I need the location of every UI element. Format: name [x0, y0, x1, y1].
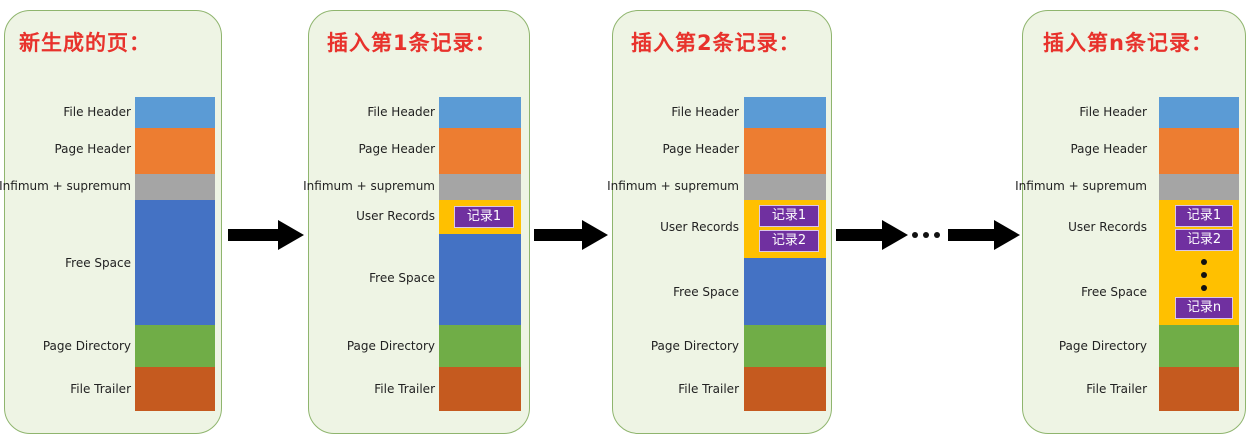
label-page-directory: Page Directory — [650, 339, 739, 353]
label-file-header: File Header — [63, 105, 131, 119]
label-page-directory: Page Directory — [346, 339, 435, 353]
segment-inf-sup — [1159, 174, 1239, 200]
label-page-directory: Page Directory — [42, 339, 131, 353]
page-panel-new: 新生成的页： File Header Page Header Infimum +… — [0, 10, 222, 434]
segment-page-header — [1159, 128, 1239, 174]
vertical-ellipsis-icon — [1201, 272, 1207, 278]
label-user-records: User Records — [1068, 220, 1147, 234]
segment-free-space — [439, 234, 521, 325]
segment-file-trailer — [135, 367, 215, 411]
record-n: 记录n — [1175, 297, 1233, 319]
segment-file-header — [1159, 97, 1239, 128]
vertical-ellipsis-icon — [1201, 259, 1207, 265]
arrow-right-icon — [836, 220, 908, 250]
vertical-ellipsis-icon — [1201, 285, 1207, 291]
page-panel-record-1: 插入第1条记录： File Header Page Header Infimum… — [303, 10, 530, 434]
label-file-trailer: File Trailer — [70, 382, 131, 396]
segment-page-directory — [1159, 325, 1239, 367]
arrow-right-icon — [948, 220, 1020, 250]
segment-free-space — [135, 200, 215, 325]
panel-title: 新生成的页： — [19, 31, 151, 55]
segment-page-directory — [744, 325, 826, 367]
label-page-header: Page Header — [54, 142, 131, 156]
label-free-space: Free Space — [369, 271, 435, 285]
label-inf-sup: Infimum + supremum — [0, 179, 131, 193]
label-inf-sup: Infimum + supremum — [607, 179, 739, 193]
record-1: 记录1 — [454, 206, 514, 228]
label-file-trailer: File Trailer — [678, 382, 739, 396]
segment-page-header — [439, 128, 521, 174]
arrow-right-icon — [228, 220, 304, 250]
record-2: 记录2 — [759, 230, 819, 252]
label-file-trailer: File Trailer — [374, 382, 435, 396]
label-inf-sup: Infimum + supremum — [303, 179, 435, 193]
segment-page-header — [744, 128, 826, 174]
segment-inf-sup — [744, 174, 826, 200]
record-1: 记录1 — [1175, 205, 1233, 227]
arrow-right-icon — [534, 220, 608, 250]
segment-inf-sup — [135, 174, 215, 200]
label-free-space: Free Space — [65, 256, 131, 270]
segment-file-trailer — [1159, 367, 1239, 411]
segment-file-header — [135, 97, 215, 128]
segment-file-trailer — [439, 367, 521, 411]
segment-file-header — [439, 97, 521, 128]
label-free-space: Free Space — [1081, 285, 1147, 299]
label-free-space: Free Space — [673, 285, 739, 299]
label-page-header: Page Header — [662, 142, 739, 156]
segment-page-header — [135, 128, 215, 174]
label-file-trailer: File Trailer — [1086, 382, 1147, 396]
label-file-header: File Header — [1079, 105, 1147, 119]
label-page-header: Page Header — [1070, 142, 1147, 156]
segment-free-space — [744, 258, 826, 325]
segment-page-directory — [439, 325, 521, 367]
record-2: 记录2 — [1175, 229, 1233, 251]
segment-file-header — [744, 97, 826, 128]
segment-page-directory — [135, 325, 215, 367]
panel-title: 插入第n条记录： — [1043, 31, 1213, 55]
label-page-directory: Page Directory — [1058, 339, 1147, 353]
label-file-header: File Header — [671, 105, 739, 119]
record-1: 记录1 — [759, 205, 819, 227]
panel-title: 插入第2条记录： — [631, 31, 801, 55]
label-user-records: User Records — [356, 209, 435, 223]
label-user-records: User Records — [660, 220, 739, 234]
ellipsis-icon — [912, 232, 940, 238]
label-inf-sup: Infimum + supremum — [1015, 179, 1147, 193]
panel-title: 插入第1条记录： — [327, 31, 497, 55]
segment-file-trailer — [744, 367, 826, 411]
segment-inf-sup — [439, 174, 521, 200]
page-panel-record-n: 插入第n条记录： File Header Page Header Infimum… — [1015, 10, 1246, 434]
page-panel-record-2: 插入第2条记录： File Header Page Header Infimum… — [607, 10, 832, 434]
label-file-header: File Header — [367, 105, 435, 119]
label-page-header: Page Header — [358, 142, 435, 156]
